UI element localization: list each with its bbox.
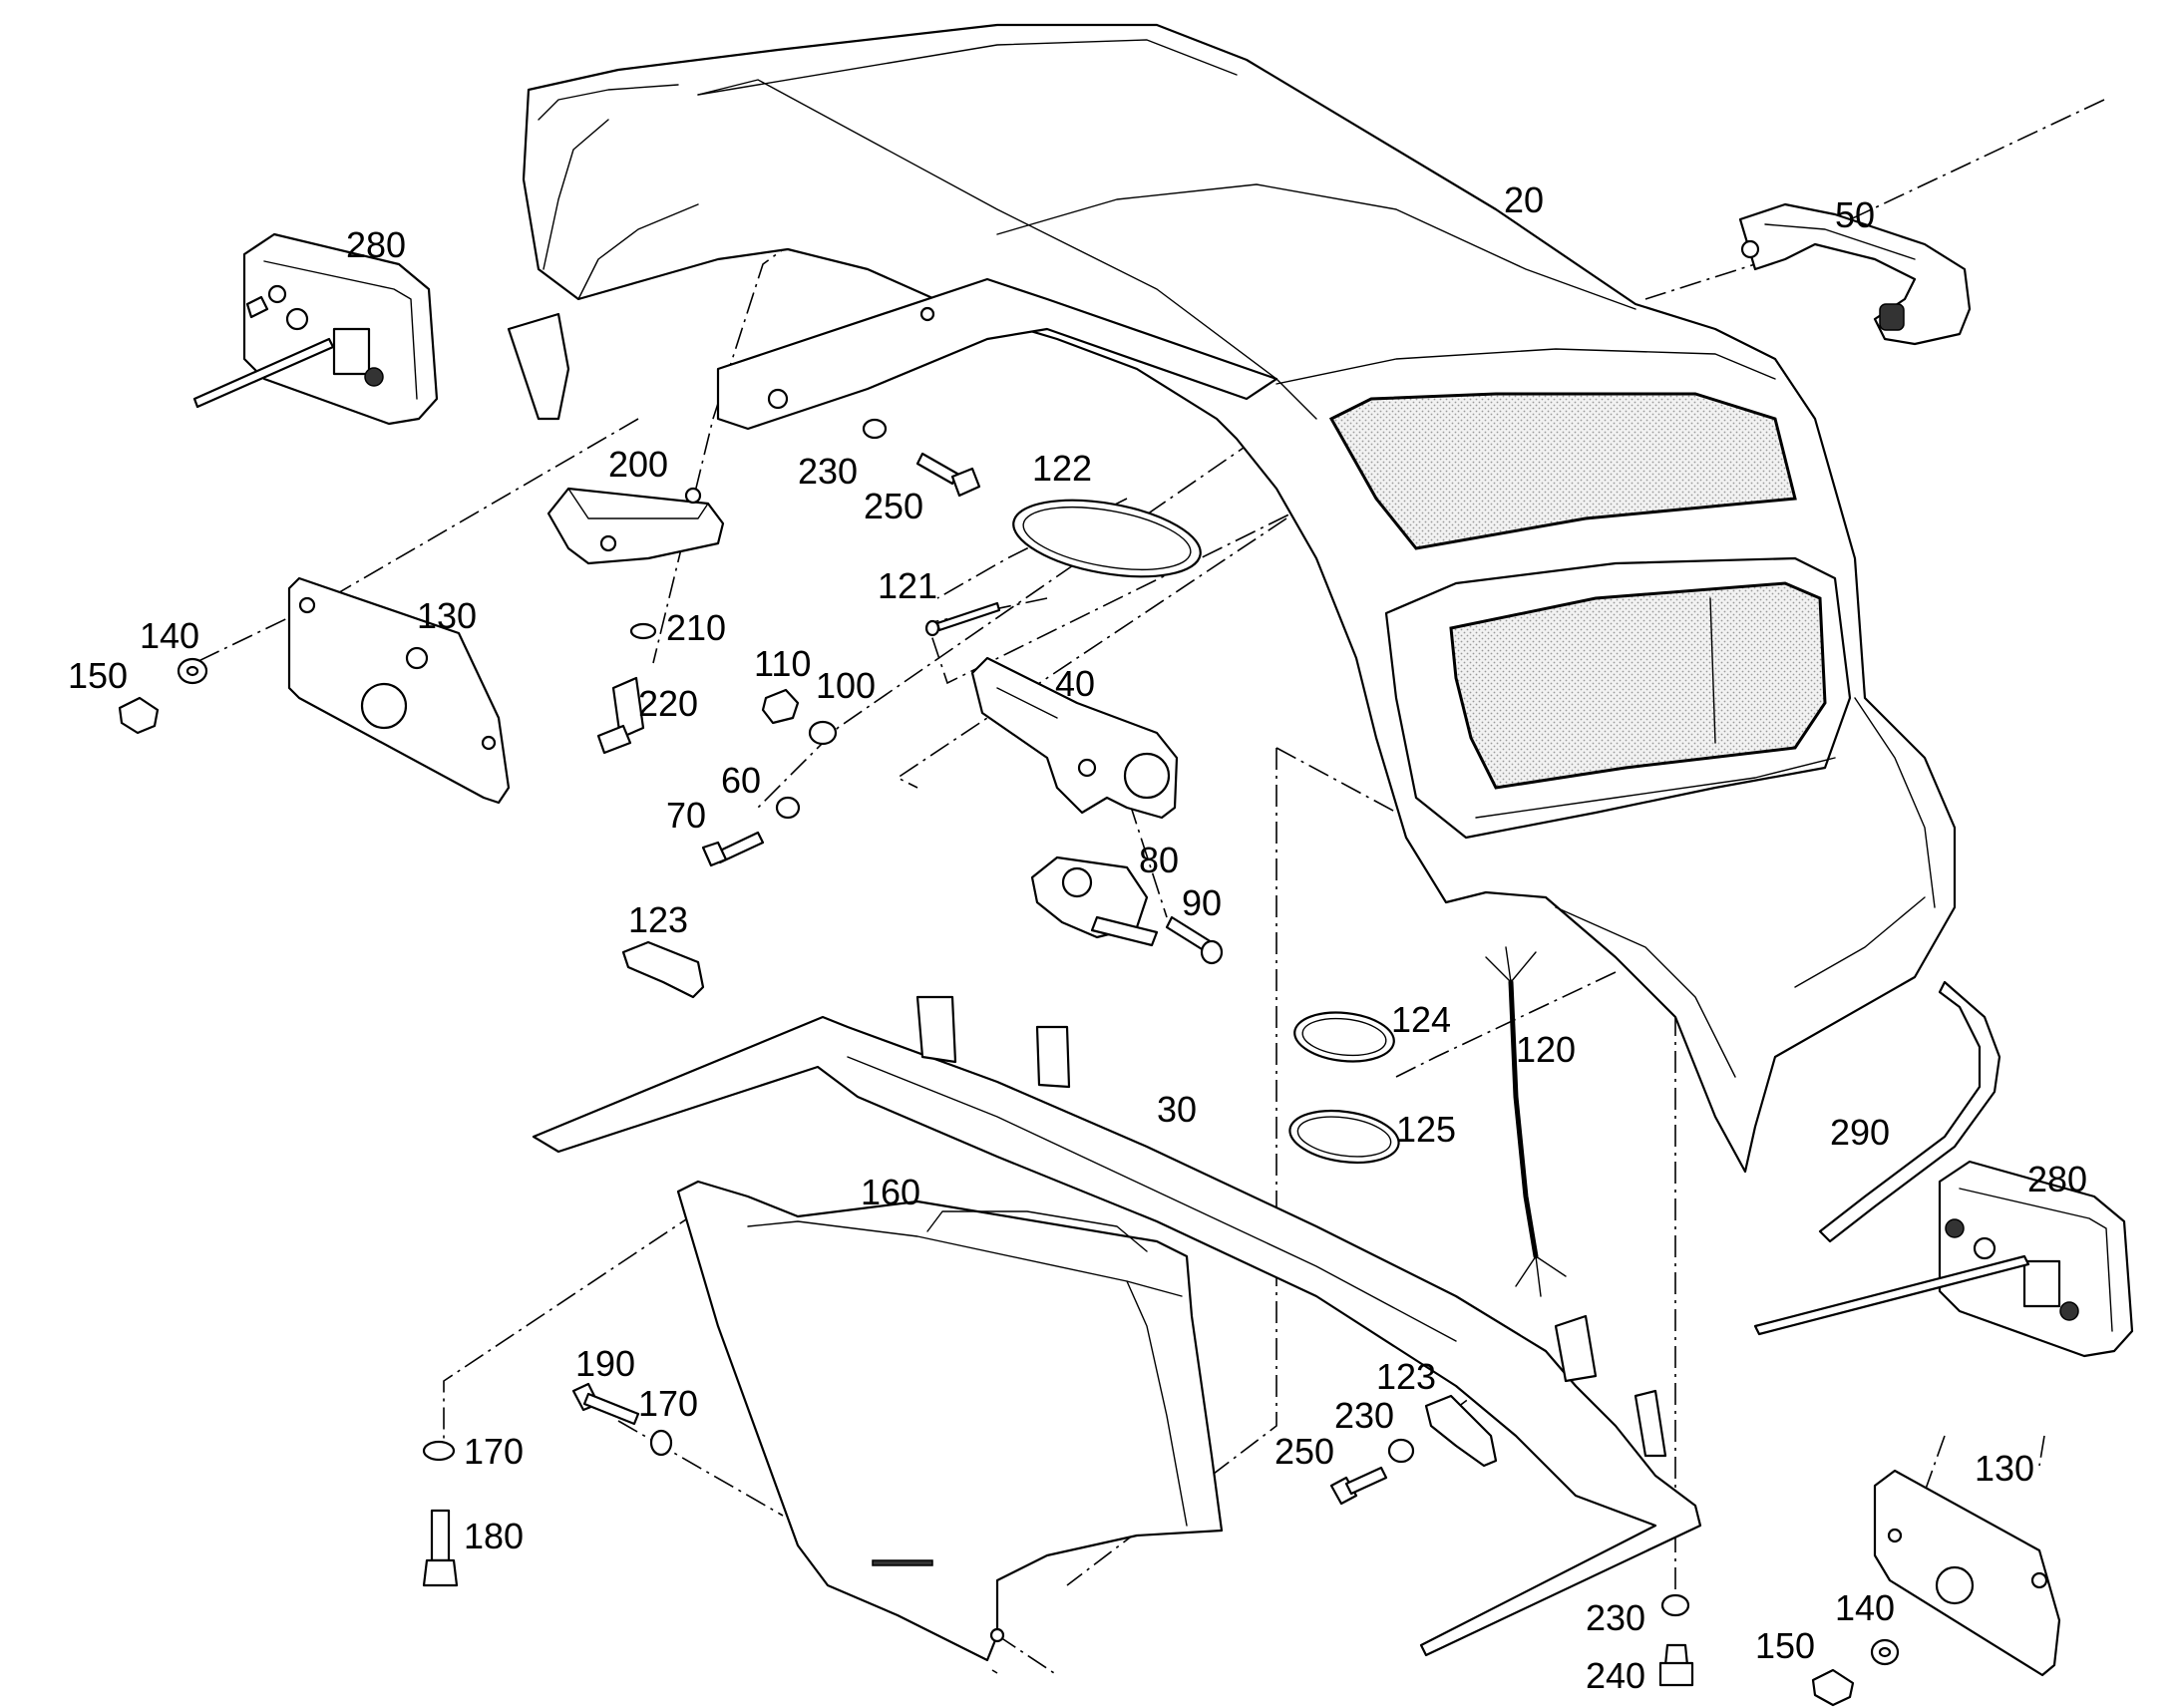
callout-140: 140 xyxy=(140,615,199,656)
callout-70: 70 xyxy=(666,795,706,836)
part-123-clip-upper xyxy=(621,940,705,999)
callout-125: 125 xyxy=(1396,1109,1456,1150)
callout-30: 30 xyxy=(1157,1089,1197,1130)
callout-170: 170 xyxy=(464,1431,524,1472)
callout-40: 40 xyxy=(1055,663,1095,704)
part-130-plate-bracket-left xyxy=(287,576,511,805)
part-60-washer xyxy=(775,796,801,820)
callout-20: 20 xyxy=(1504,179,1544,220)
part-20-hood-shell xyxy=(507,23,1957,1174)
callout-50: 50 xyxy=(1835,194,1875,235)
callout-230: 230 xyxy=(1334,1395,1394,1436)
part-220-bolt xyxy=(596,676,645,755)
part-30-lower-frame xyxy=(532,995,1702,1657)
part-250-bolt-upper xyxy=(915,452,981,498)
part-290-trim-strip xyxy=(1818,980,2001,1243)
part-240-bolt xyxy=(1658,1643,1694,1687)
callout-150: 150 xyxy=(1755,1625,1815,1666)
part-100-washer xyxy=(808,720,838,746)
part-122-hose-clamp xyxy=(1012,499,1202,578)
part-130-plate-bracket-right xyxy=(1873,1469,2061,1677)
part-280-tail-lamp-left xyxy=(192,232,439,426)
callout-280: 280 xyxy=(346,224,406,265)
callout-220: 220 xyxy=(638,683,698,724)
callout-60: 60 xyxy=(721,760,761,801)
callout-120: 120 xyxy=(1516,1029,1576,1070)
part-140-washer-right xyxy=(1870,1638,1900,1666)
callout-100: 100 xyxy=(816,665,876,706)
callout-121: 121 xyxy=(878,565,937,606)
callout-250: 250 xyxy=(864,486,923,526)
part-190-bolt xyxy=(571,1382,640,1426)
part-90-bolt xyxy=(1165,915,1224,965)
part-160-cover-panel xyxy=(676,1180,1224,1662)
part-140-washer-left xyxy=(177,657,208,685)
part-125-band-clamp xyxy=(1288,1109,1400,1165)
part-150-bolt-right xyxy=(1811,1668,1855,1707)
part-230-washer-lower xyxy=(1387,1438,1415,1464)
callout-250: 250 xyxy=(1274,1431,1334,1472)
callout-180: 180 xyxy=(464,1516,524,1556)
part-200-bracket xyxy=(546,487,725,565)
callout-140: 140 xyxy=(1835,1587,1895,1628)
part-210-washer xyxy=(629,622,657,640)
part-80-plate-lamp xyxy=(1030,855,1159,947)
callout-110: 110 xyxy=(754,643,811,684)
part-150-bolt-left xyxy=(118,696,160,735)
callout-240: 240 xyxy=(1586,1655,1645,1696)
callout-200: 200 xyxy=(608,444,668,485)
part-40-plate-holder xyxy=(970,656,1179,820)
part-230-washer-bottom xyxy=(1660,1593,1690,1617)
part-230-washer-upper xyxy=(862,418,888,440)
part-123-clip-lower xyxy=(1424,1394,1498,1468)
callout-170: 170 xyxy=(638,1383,698,1424)
callout-290: 290 xyxy=(1830,1112,1890,1153)
callout-130: 130 xyxy=(417,595,477,636)
callout-80: 80 xyxy=(1139,840,1179,880)
callout-280: 280 xyxy=(2027,1159,2087,1199)
callout-230: 230 xyxy=(1586,1597,1645,1638)
callout-labels: 20 50 280 200 230 250 122 121 130 140 15… xyxy=(68,179,2087,1696)
callout-230: 230 xyxy=(798,451,858,492)
part-121-screw xyxy=(924,601,1001,637)
part-250-bolt-lower xyxy=(1329,1466,1388,1506)
part-120-wiring-harness xyxy=(1485,946,1567,1297)
part-170-washer-b xyxy=(422,1440,456,1462)
part-70-bolt xyxy=(701,831,765,867)
callout-190: 190 xyxy=(575,1343,635,1384)
callout-150: 150 xyxy=(68,655,128,696)
callout-210: 210 xyxy=(666,607,726,648)
callout-130: 130 xyxy=(1975,1448,2034,1489)
part-50-grab-handle xyxy=(1738,202,1972,346)
callout-122: 122 xyxy=(1032,448,1092,489)
callout-123: 123 xyxy=(628,899,688,940)
part-180-bolt xyxy=(422,1509,459,1587)
callout-90: 90 xyxy=(1182,882,1222,923)
callout-124: 124 xyxy=(1391,999,1451,1040)
part-280-tail-lamp-right xyxy=(1753,1160,2134,1358)
part-110-nut xyxy=(761,688,800,725)
callout-123: 123 xyxy=(1376,1356,1436,1397)
part-124-band-clamp xyxy=(1293,1011,1395,1063)
callout-160: 160 xyxy=(861,1172,920,1212)
part-170-washer-a xyxy=(649,1429,673,1457)
